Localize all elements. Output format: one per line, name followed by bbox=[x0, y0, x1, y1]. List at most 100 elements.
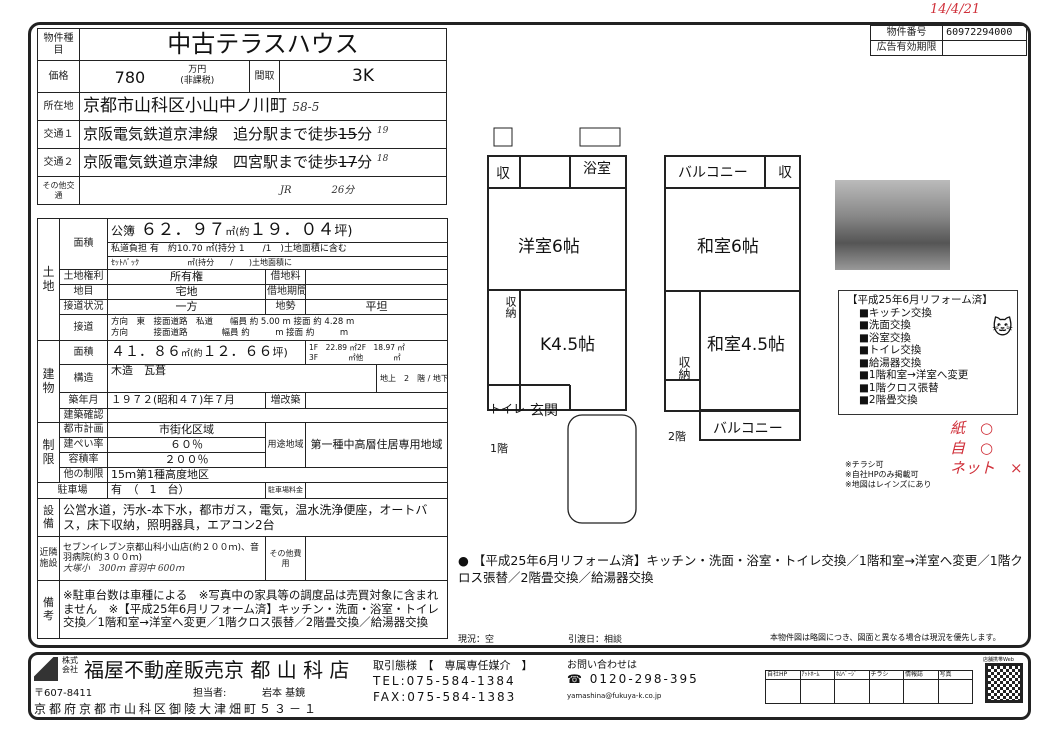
reform-title: 【平成25年6月リフォーム済】 bbox=[847, 294, 993, 306]
other-restriction: 15ｍ第1種高度地区 bbox=[106, 467, 449, 483]
floor1-label: 1階 bbox=[490, 442, 508, 455]
setback-area: ㎡(持分 / bbox=[187, 258, 233, 268]
room-balcony: バルコニー bbox=[678, 165, 748, 181]
remarks: ※駐車台数は車種による ※写真中の家具等の調度品は売買対象に含まれません ※【平… bbox=[58, 580, 449, 639]
nearby: セブンイレブン京都山科小山店(約２００ｍ)、音羽病院(約３００ｍ) bbox=[63, 542, 260, 564]
coverage: ６０％ bbox=[107, 437, 266, 453]
land-area: ６２．９７ bbox=[140, 219, 226, 240]
other-restriction-label: 他の制限 bbox=[59, 467, 108, 483]
notes: ※チラシ可 ※自社HPのみ掲載可 ※地図はレインズにあり bbox=[845, 460, 932, 490]
media-col: 自社HP bbox=[765, 670, 801, 680]
room-bathroom: 浴室 bbox=[583, 161, 611, 177]
qr-label: 店舗携帯Web bbox=[983, 657, 1014, 663]
zip: 〒607-8411 bbox=[34, 688, 93, 699]
property-type: 中古テラスハウス bbox=[79, 28, 447, 61]
road2: 方向 接面道路 幅員 約 m 接面 約 m bbox=[111, 327, 349, 338]
reform-item: ■キッチン交換 bbox=[859, 306, 932, 319]
transport1-minutes: 15 bbox=[338, 124, 358, 143]
room-closet-2f: 収納 bbox=[677, 356, 691, 380]
handover: 引渡日：相談 bbox=[568, 635, 623, 645]
company-address: 京都府京都市山科区御陵大津畑町５３－１ bbox=[34, 702, 320, 716]
room-western-6: 洋室6帖 bbox=[518, 237, 580, 257]
freedial: ☎ 0120-298-395 bbox=[567, 672, 699, 686]
reform-summary: ● 【平成25年6月リフォーム済】キッチン・洗面・浴室・トイレ交換／1階和室→洋… bbox=[458, 553, 1023, 585]
property-number: 60972294000 bbox=[942, 25, 1027, 41]
structure: 木造 瓦葺 bbox=[107, 364, 377, 393]
inquiry-label: お問い合わせは bbox=[567, 660, 637, 671]
minute-unit: 分 bbox=[357, 152, 373, 171]
reform-item: ■1階和室→洋室へ変更 bbox=[859, 369, 969, 381]
room-storage: 収 bbox=[496, 166, 510, 182]
floor2-label: 2階 bbox=[668, 430, 686, 443]
fax: FAX:075-584-1383 bbox=[373, 690, 517, 704]
media-col: ﾎﾑﾍﾟｰｼﾞ bbox=[834, 670, 870, 680]
far-label: 容積率 bbox=[59, 452, 108, 468]
layout-label: 間取 bbox=[249, 60, 280, 93]
private-road-area: 約10.70 ㎡(持分 1 /1 bbox=[167, 244, 272, 255]
room-kitchen: K4.5帖 bbox=[540, 335, 596, 355]
zoning: 第一種中高層住居専用地域 bbox=[304, 422, 449, 468]
other-transport-label: その他交通 bbox=[37, 176, 80, 205]
land-area-label: 面積 bbox=[59, 218, 108, 270]
parking-label: 駐車場 bbox=[37, 482, 108, 499]
address-note: 58-5 bbox=[292, 99, 320, 114]
road-status-label: 接道状況 bbox=[59, 299, 108, 315]
floor-areas-3f: 3F ㎡他 ㎡ bbox=[309, 352, 401, 362]
footer bbox=[28, 652, 1031, 720]
floor-areas: 1F 22.89 ㎡2F 18.97 ㎡ bbox=[309, 342, 405, 352]
type-label: 物件種目 bbox=[37, 28, 80, 61]
road1: 方向 東 接面道路 私道 幅員 約 5.00 m 接面 約 4.28 m bbox=[111, 316, 355, 327]
terrain-label: 地勢 bbox=[265, 299, 306, 315]
room-japanese-6: 和室6帖 bbox=[697, 237, 759, 257]
tsubo-unit: 坪) bbox=[334, 223, 353, 239]
other-note-minutes: 26分 bbox=[331, 184, 355, 196]
media-col: 情報誌 bbox=[903, 670, 939, 680]
details-table: 土地面積公簿 ６２．９７㎡(約１９．０４坪) 私道負担 有 約10.70 ㎡(持… bbox=[37, 218, 449, 639]
room-closet: 収納 bbox=[504, 296, 517, 318]
parking-fee-label: 駐車場料金 bbox=[265, 482, 306, 499]
built-date: １９７２(昭和４７)年７月 bbox=[107, 392, 266, 409]
qr-code-icon bbox=[985, 663, 1023, 703]
red-mark: ネット × bbox=[950, 459, 1023, 477]
reform-item: ■給湯器交換 bbox=[859, 356, 922, 369]
parking: 有 （ 1 台） bbox=[107, 482, 266, 499]
minute-unit: 分 bbox=[357, 124, 373, 143]
current-status: 現況：空 bbox=[458, 635, 495, 645]
lease-term-label: 借地期間 bbox=[265, 284, 306, 300]
confirm-label: 建築確認 bbox=[59, 408, 108, 423]
area-unit: ㎡(約 bbox=[225, 226, 250, 238]
tsubo-unit: 坪) bbox=[272, 346, 288, 360]
company: 福屋不動産販売 bbox=[84, 658, 224, 682]
room-toilet: トイレ bbox=[489, 402, 526, 416]
building-area-label: 面積 bbox=[59, 340, 108, 365]
note: ※地図はレインズにあり bbox=[845, 480, 932, 489]
media-col: 写真 bbox=[937, 670, 973, 680]
building-area: ４１．８６ bbox=[111, 344, 181, 361]
address: 京都市山科区小山中ノ川町 bbox=[83, 95, 287, 116]
company-name: 福屋不動産販売京 都 山 科 店 bbox=[84, 654, 349, 683]
structure-label: 構造 bbox=[59, 364, 108, 393]
extension-label: 増改築 bbox=[265, 392, 306, 409]
terrain: 平坦 bbox=[304, 299, 449, 315]
facilities: 公営水道，汚水-本下水，都市ガス，電気，温水洗浄便座，オートバス，床下収納，照明… bbox=[58, 498, 449, 537]
reform-item: ■1階クロス張替 bbox=[859, 381, 939, 394]
transport1: 京阪電気鉄道京津線 追分駅まで徒歩 bbox=[83, 124, 339, 143]
reform-item: ■2階畳交換 bbox=[859, 394, 918, 406]
transport2-minutes: 17 bbox=[338, 152, 358, 171]
price: 780 bbox=[114, 68, 146, 88]
room-storage-2f: 収 bbox=[778, 165, 792, 181]
reform-item: ■洗面交換 bbox=[859, 319, 911, 331]
private-road-note: )土地面積に含む bbox=[280, 244, 347, 255]
nearby-handwritten: 大塚小 300ｍ 音羽中 600ｍ bbox=[63, 563, 185, 574]
building-tsubo: １２．６６ bbox=[202, 344, 273, 361]
land-tsubo: １９．０４ bbox=[249, 219, 335, 240]
facilities-label: 設備 bbox=[37, 498, 60, 537]
transport2-note: 18 bbox=[376, 153, 389, 164]
built-label: 築年月 bbox=[59, 392, 108, 409]
rights-label: 土地権利 bbox=[59, 269, 108, 285]
media-col: チラシ bbox=[868, 670, 904, 680]
city-plan: 市街化区域 bbox=[107, 422, 266, 438]
property-number-label: 物件番号 bbox=[869, 25, 944, 41]
